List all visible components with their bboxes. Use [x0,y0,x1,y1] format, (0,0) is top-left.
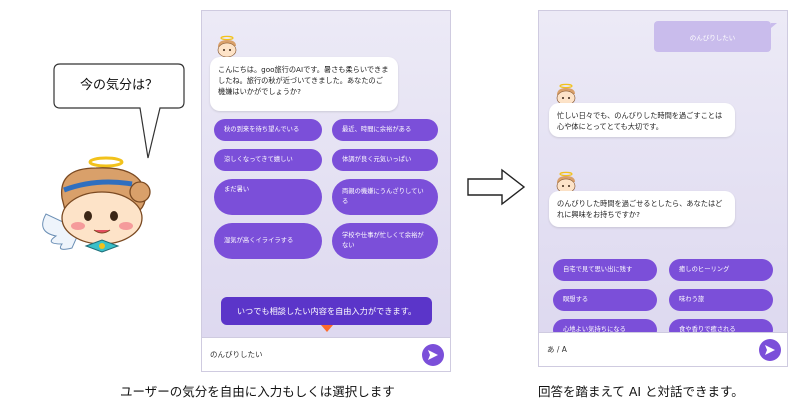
choice-chip[interactable]: 瞑想する [553,289,657,311]
choice-chip[interactable]: 両親の機嫌にうんざりしている [332,179,438,215]
caption-left: ユーザーの気分を自由に入力もしくは選択します [120,384,395,399]
free-input-tooltip: いつでも相談したい内容を自由入力ができます。 [221,297,432,325]
ai-question-message: のんびりした時間を過ごせるとしたら、あなたはどれに興味をお持ちですか? [549,191,735,227]
ai-avatar-icon [217,35,237,58]
angel-mascot-illustration [42,156,151,253]
chat-screen-2: のんびりしたい 忙しい日々でも、のんびりした時間を過ごすことは心や体にとってとて… [538,10,788,367]
choice-chip[interactable]: 湿気が高くイライラする [214,223,322,259]
send-icon [765,345,775,355]
choice-chip[interactable]: 涼しくなってきて嬉しい [214,149,322,171]
choice-chip[interactable]: 体調が良く元気いっぱい [332,149,438,171]
message-input-bar[interactable]: のんびりしたい [202,337,450,371]
send-button[interactable] [759,339,781,361]
user-message: のんびりしたい [654,21,771,52]
speech-text: 今の気分は？ [79,78,158,93]
choice-chip[interactable]: 味わう旅 [669,289,773,311]
ai-greeting-message: こんにちは。goo旅行のAIです。暑さも柔らいできましたね。旅行の秋が近づいてき… [210,57,398,111]
right-arrow-icon [467,168,526,206]
send-icon [428,350,438,360]
choice-chip[interactable]: 最近、時間に余裕がある [332,119,438,141]
tooltip-pointer [321,325,333,332]
ai-avatar-icon [556,83,576,106]
choice-chip[interactable]: 癒しのヒーリング [669,259,773,281]
caption-right: 回答を踏まえて AI と対話できます。 [538,384,744,399]
message-input[interactable]: のんびりしたい [210,350,263,359]
choice-chip[interactable]: 自宅で見て思い出に残す [553,259,657,281]
ai-reply-message: 忙しい日々でも、のんびりした時間を過ごすことは心や体にとってとても大切です。 [549,103,735,137]
user-message-tail [771,23,777,28]
send-button[interactable] [422,344,444,366]
choice-chip[interactable]: まだ暑い [214,179,322,215]
speech-bubble: 今の気分は？ [52,62,186,174]
choice-chip[interactable]: 秋の到来を待ち望んでいる [214,119,322,141]
choice-chip[interactable]: 学校や仕事が忙しくて余裕がない [332,223,438,259]
message-input[interactable]: あ / A [547,345,567,354]
message-input-bar[interactable]: あ / A [539,332,787,366]
